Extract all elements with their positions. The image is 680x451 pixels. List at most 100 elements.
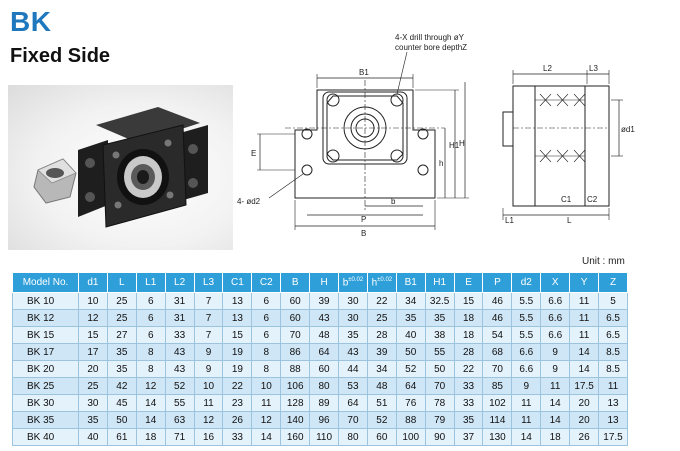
dim-label-d1: ød1 [621, 125, 635, 134]
table-cell: 48 [366, 377, 397, 395]
table-cell: 32.5 [424, 292, 455, 310]
table-cell: 43 [309, 309, 340, 327]
table-cell: 18 [453, 309, 484, 327]
table-cell: 8 [251, 360, 282, 378]
table-cell: 6.6 [511, 360, 542, 378]
column-header: C1 [222, 272, 253, 293]
table-cell: 11 [540, 377, 571, 395]
table-cell: 44 [338, 360, 368, 378]
table-cell: 43 [164, 360, 195, 378]
table-cell: 70 [424, 377, 455, 395]
table-cell: 15 [222, 326, 253, 344]
table-cell: 68 [482, 343, 513, 361]
table-cell: 31 [164, 292, 195, 310]
table-cell: 30 [78, 394, 108, 412]
table-cell: 34 [366, 360, 397, 378]
table-cell: 12 [193, 411, 224, 429]
table-cell: 10 [78, 292, 108, 310]
column-header: B [280, 272, 311, 293]
table-cell: 14 [251, 428, 282, 446]
column-header-label: L [119, 277, 125, 288]
table-cell: 7 [193, 292, 224, 310]
table-cell: 14 [569, 360, 600, 378]
table-cell: 14 [511, 428, 542, 446]
column-header: Z [598, 272, 628, 293]
table-cell: 13 [598, 394, 628, 412]
table-cell: 100 [395, 428, 426, 446]
column-header-label: B1 [404, 277, 417, 288]
model-cell: BK 10 [12, 292, 79, 310]
table-cell: 78 [424, 394, 455, 412]
model-cell: BK 30 [12, 394, 79, 412]
table-cell: 23 [222, 394, 253, 412]
table-cell: 50 [424, 360, 455, 378]
table-cell: 88 [280, 360, 311, 378]
model-cell: BK 40 [12, 428, 79, 446]
tolerance-label: ±0.02 [377, 276, 393, 283]
table-cell: 89 [309, 394, 340, 412]
dim-label-h: h [439, 159, 443, 168]
table-cell: 40 [78, 428, 108, 446]
column-header: B1 [395, 272, 426, 293]
table-cell: 76 [395, 394, 426, 412]
table-cell: 8 [135, 343, 166, 361]
table-cell: 18 [135, 428, 166, 446]
column-header: X [540, 272, 571, 293]
table-cell: 19 [222, 360, 253, 378]
table-cell: 26 [222, 411, 253, 429]
table-cell: 52 [366, 411, 397, 429]
table-cell: 33 [453, 394, 484, 412]
model-cell: BK 20 [12, 360, 79, 378]
table-cell: 14 [540, 394, 571, 412]
column-header: E [453, 272, 484, 293]
column-header: L2 [164, 272, 195, 293]
table-cell: 14 [135, 394, 166, 412]
table-cell: 63 [164, 411, 195, 429]
table-cell: 15 [453, 292, 484, 310]
table-cell: 11 [511, 411, 542, 429]
table-cell: 6.6 [540, 309, 571, 327]
table-cell: 25 [106, 292, 137, 310]
table-cell: 46 [482, 309, 513, 327]
table-cell: 130 [482, 428, 513, 446]
dim-label-h-total: H [459, 139, 465, 148]
table-cell: 5 [598, 292, 628, 310]
table-cell: 13 [598, 411, 628, 429]
column-header: H [309, 272, 340, 293]
table-cell: 35 [78, 411, 108, 429]
table-cell: 30 [338, 309, 368, 327]
unit-note: Unit : mm [582, 256, 625, 267]
table-cell: 13 [222, 309, 253, 327]
dim-label-p: P [361, 215, 366, 224]
model-cell: BK 17 [12, 343, 79, 361]
table-cell: 12 [135, 377, 166, 395]
table-cell: 6.6 [511, 343, 542, 361]
column-header-label: L1 [145, 277, 157, 288]
model-cell: BK 35 [12, 411, 79, 429]
table-cell: 64 [309, 343, 340, 361]
table-cell: 20 [569, 411, 600, 429]
table-cell: 9 [193, 343, 224, 361]
column-header: L1 [135, 272, 166, 293]
table-cell: 17.5 [598, 428, 628, 446]
page-subtitle: Fixed Side [10, 45, 111, 67]
table-cell: 8.5 [598, 343, 628, 361]
dim-label-l1: L1 [505, 216, 514, 225]
table-cell: 54 [482, 326, 513, 344]
dim-label-b1: B1 [359, 68, 369, 77]
table-cell: 10 [193, 377, 224, 395]
table-cell: 88 [395, 411, 426, 429]
table-cell: 70 [338, 411, 368, 429]
table-cell: 26 [569, 428, 600, 446]
table-cell: 9 [540, 360, 571, 378]
column-header-label: Z [609, 277, 617, 288]
column-header: h±0.02 [366, 272, 397, 293]
column-header-label: H1 [433, 277, 447, 288]
